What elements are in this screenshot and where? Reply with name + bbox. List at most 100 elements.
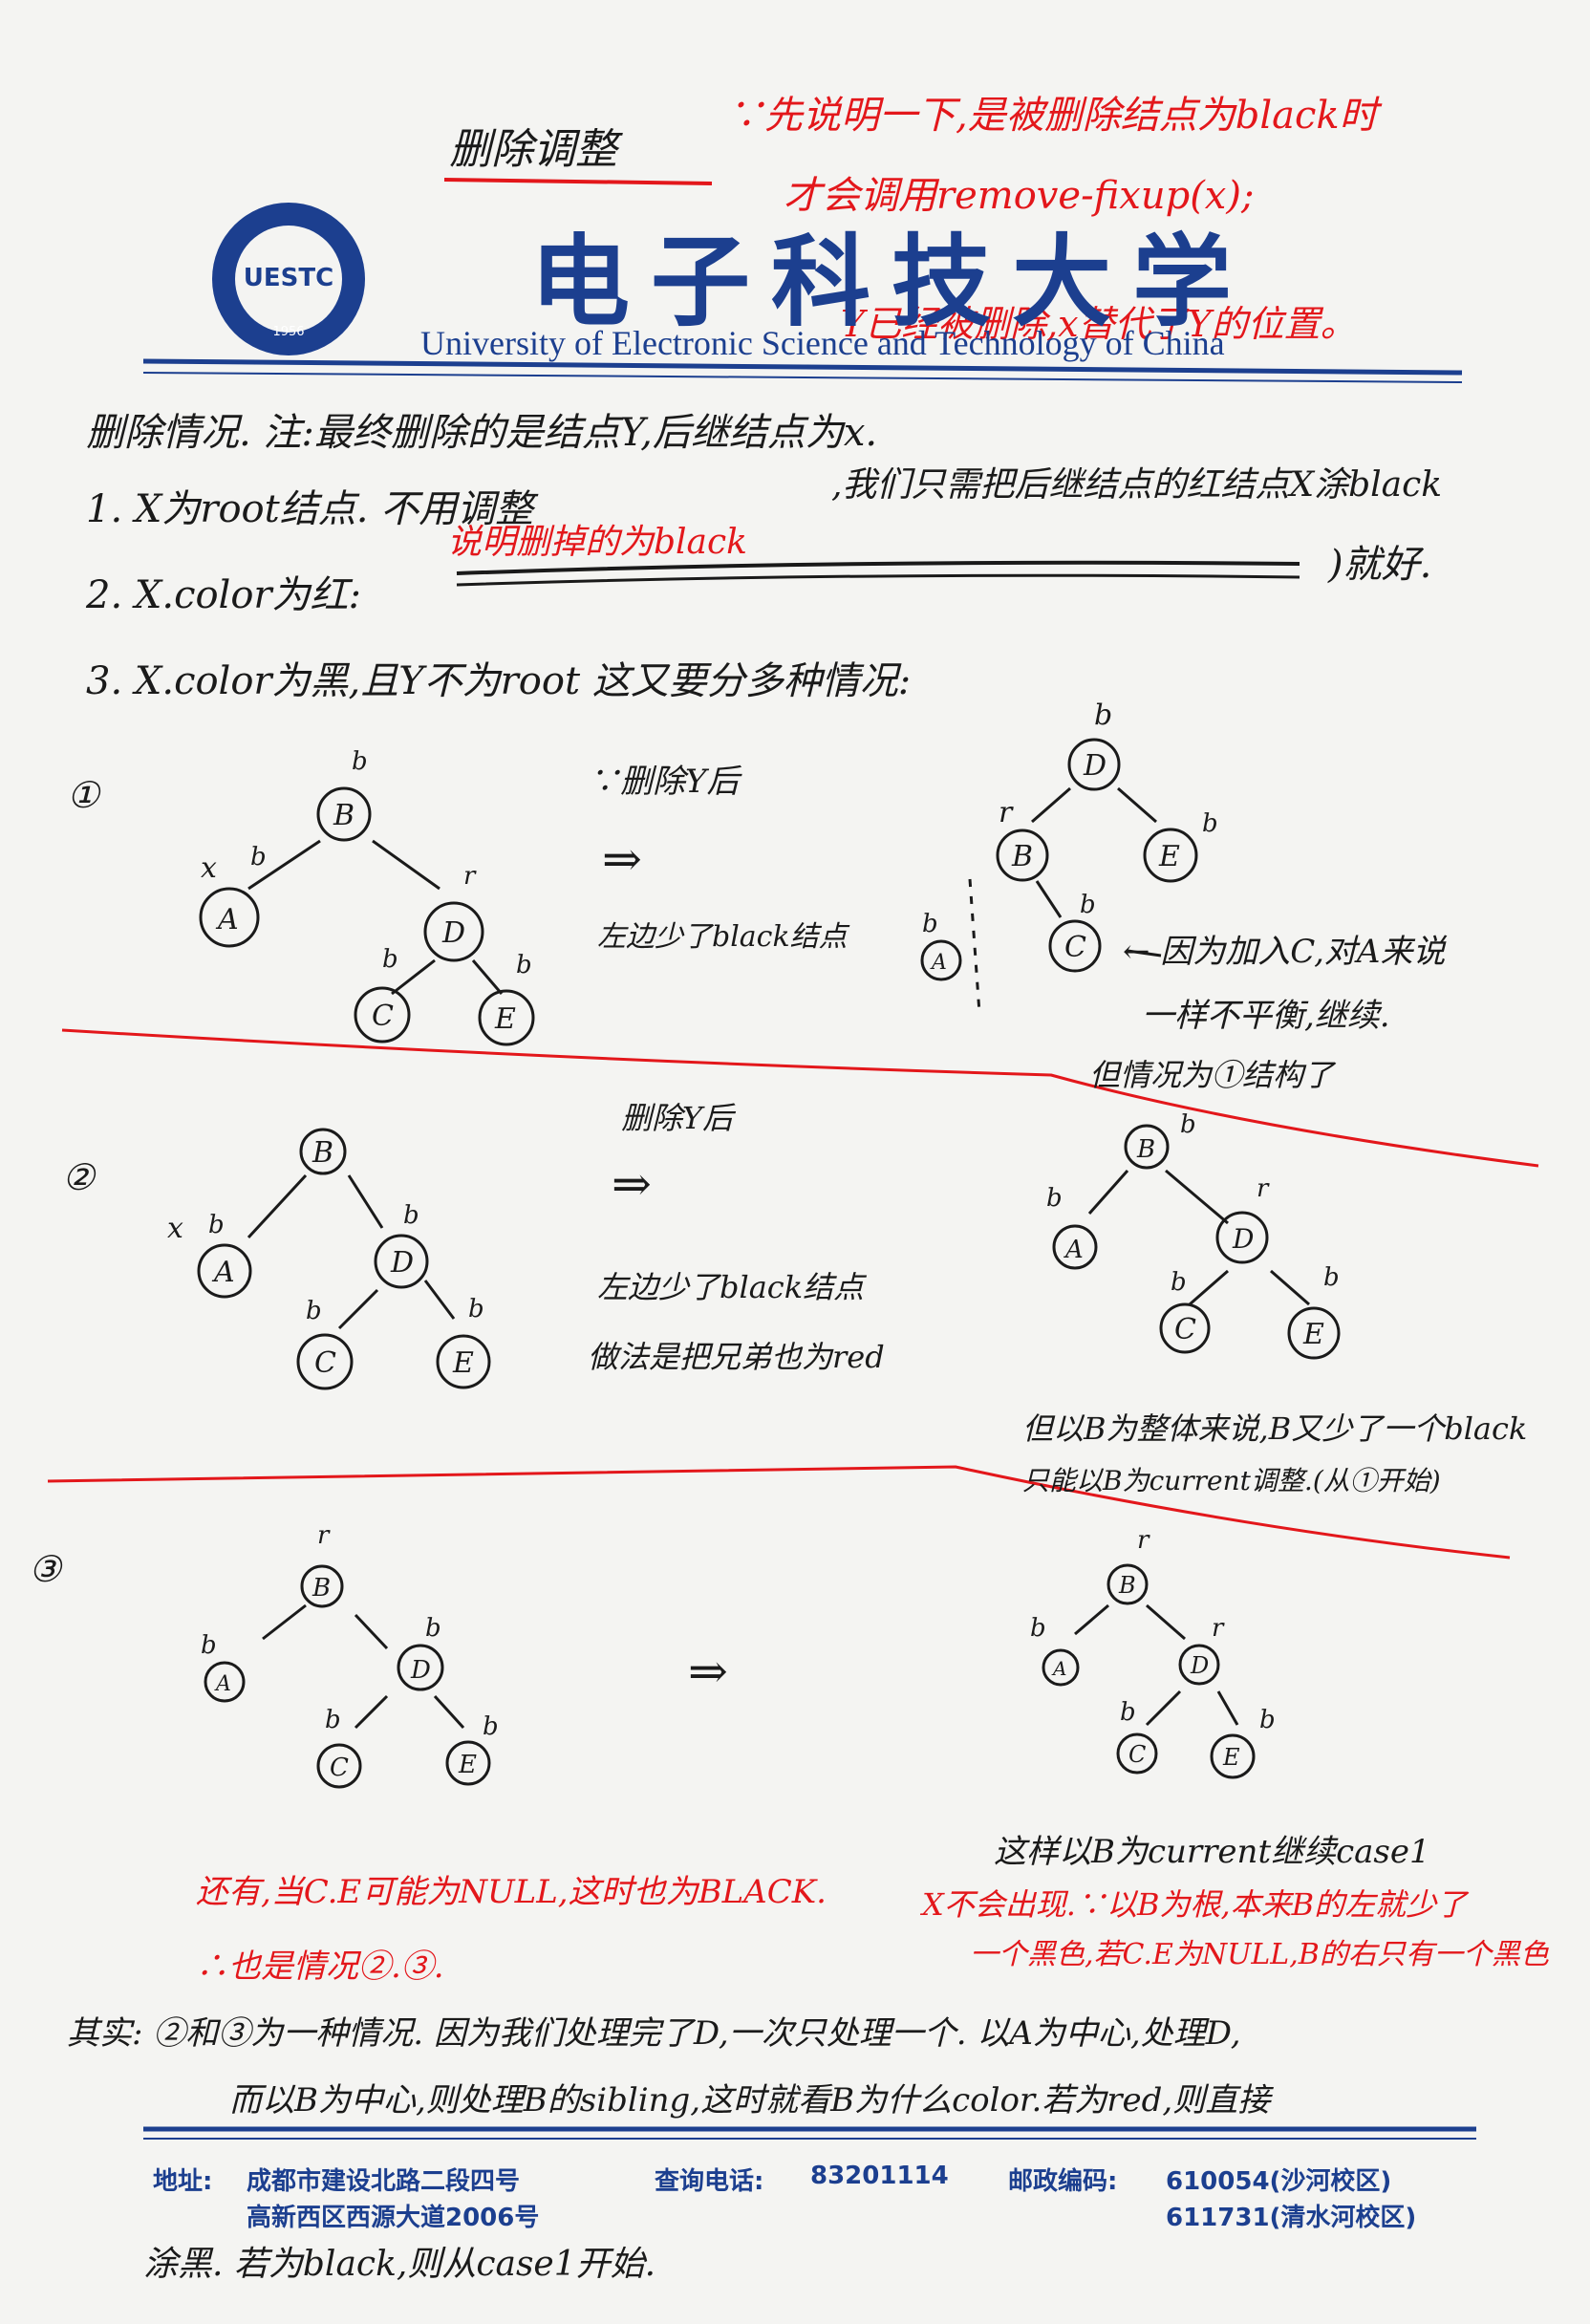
svg-text:D: D <box>390 1246 414 1280</box>
svg-text:B: B <box>312 1136 333 1170</box>
svg-text:C: C <box>1174 1313 1196 1346</box>
red-note-line3: Y已经被删除,x替代了Y的位置。 <box>841 303 1357 345</box>
svg-text:x: x <box>167 1212 183 1245</box>
c1b-node-C: C <box>372 1000 394 1033</box>
svg-text:b: b <box>1259 1706 1276 1734</box>
university-logo: UESTC 1956 <box>212 203 365 355</box>
summary-line3: 涂黑. 若为black,则从case1开始. <box>143 2245 656 2284</box>
svg-text:b: b <box>425 1614 441 1643</box>
svg-text:r: r <box>463 862 477 891</box>
svg-text:b: b <box>1202 809 1218 838</box>
footer-post2: 611731(清水河校区) <box>1166 2204 1417 2232</box>
c1b-node-D: D <box>441 916 465 950</box>
svg-text:A: A <box>1051 1657 1066 1680</box>
case3-number: ③ <box>29 1548 62 1590</box>
case2-number: ② <box>62 1156 96 1198</box>
svg-text:E: E <box>1302 1318 1324 1351</box>
svg-text:b: b <box>516 951 532 979</box>
svg-text:D: D <box>1190 1652 1209 1679</box>
case3-arrow: ⇒ <box>688 1644 728 1699</box>
footer-address2: 高新西区西源大道2006号 <box>247 2204 540 2232</box>
case2-text-b: ,我们只需把后继结点的红结点X涂black <box>831 465 1443 505</box>
svg-text:A: A <box>211 1256 235 1289</box>
svg-text:A: A <box>1064 1236 1084 1264</box>
svg-text:C: C <box>314 1346 336 1380</box>
svg-text:C: C <box>1064 931 1086 964</box>
bottom-red1: 还有,当C.E可能为NULL,这时也为BLACK. <box>196 1873 827 1911</box>
svg-text:E: E <box>1222 1744 1240 1771</box>
svg-text:r: r <box>1212 1614 1225 1643</box>
case2-note5: 只能以B为current调整.(从①开始) <box>1022 1465 1441 1496</box>
svg-text:D: D <box>1232 1223 1254 1255</box>
svg-text:b: b <box>250 843 267 872</box>
case1-side2: 一样不平衡,继续. <box>1142 997 1390 1035</box>
case1-arrow: ⇒ <box>602 831 642 887</box>
svg-text:b: b <box>403 1201 419 1230</box>
svg-text:C: C <box>1128 1741 1146 1768</box>
svg-text:b: b <box>1171 1268 1187 1297</box>
case1-text: 1. X为root结点. 不用调整 <box>86 487 534 531</box>
svg-text:b: b <box>201 1631 217 1660</box>
footer-address1: 成都市建设北路二段四号 <box>247 2167 521 2196</box>
svg-text:b: b <box>1094 699 1112 732</box>
svg-text:b: b <box>208 1211 225 1239</box>
bottom-red4: 一个黑色,若C.E为NULL,B的右只有一个黑色 <box>970 1938 1549 1971</box>
svg-text:r: r <box>999 796 1014 829</box>
logo-text: UESTC <box>243 264 334 292</box>
svg-text:E: E <box>1158 840 1180 873</box>
svg-text:E: E <box>458 1751 477 1779</box>
c1b-node-E: E <box>494 1002 516 1036</box>
note-title: 删除调整 <box>449 125 617 174</box>
footer-phone: 83201114 <box>810 2162 949 2190</box>
case1-side3: 但情况为①结构了 <box>1089 1057 1335 1093</box>
case2-note1: 删除Y后 <box>621 1100 734 1136</box>
svg-text:b: b <box>352 747 368 776</box>
svg-text:A: A <box>930 951 947 975</box>
svg-text:b: b <box>1046 1184 1063 1213</box>
red-note-line1: ∵先说明一下,是被删除结点为black时 <box>726 94 1378 138</box>
svg-text:C: C <box>330 1754 349 1782</box>
svg-text:x: x <box>201 851 217 885</box>
svg-text:b: b <box>1120 1698 1136 1727</box>
c1b-node-A: A <box>215 903 239 936</box>
case2-end: )就好. <box>1328 543 1432 587</box>
svg-text:b: b <box>325 1706 341 1734</box>
case1-note1: ∵删除Y后 <box>588 763 740 801</box>
svg-text:r: r <box>1137 1526 1150 1555</box>
svg-text:b: b <box>1323 1263 1340 1292</box>
case2-red-note: 说明删掉的为black <box>447 523 747 562</box>
university-chinese-name: 电子科技大学 <box>530 223 1254 340</box>
svg-text:b: b <box>1180 1110 1196 1139</box>
svg-text:b: b <box>483 1712 499 1741</box>
footer-post1: 610054(沙河校区) <box>1166 2167 1392 2196</box>
svg-text:b: b <box>1080 891 1096 919</box>
logo-year: 1956 <box>272 325 305 339</box>
svg-text:D: D <box>410 1656 431 1685</box>
svg-text:r: r <box>1257 1174 1270 1203</box>
svg-text:A: A <box>214 1672 231 1696</box>
case3-text: 3. X.color为黑,且Y不为root 这又要分多种情况: <box>86 659 912 703</box>
case2-arrow: ⇒ <box>612 1156 652 1212</box>
svg-text:B: B <box>312 1574 331 1603</box>
footer-address-label: 地址: <box>153 2167 213 2196</box>
svg-text:b: b <box>382 945 398 974</box>
svg-text:b: b <box>306 1297 322 1325</box>
case2-note3: 做法是把兄弟也为red <box>588 1339 885 1375</box>
case3-note1: 这样以B为current继续case1 <box>994 1833 1430 1871</box>
svg-text:b: b <box>468 1295 484 1323</box>
case2-note4: 但以B为整体来说,B又少了一个black <box>1022 1410 1528 1447</box>
case2-note2: 左边少了black结点 <box>597 1269 865 1305</box>
svg-text:E: E <box>452 1346 474 1380</box>
case1-note2: 左边少了black结点 <box>597 920 848 954</box>
summary-line2: 而以B为中心,则处理B的sibling,这时就看B为什么color.若为red,… <box>229 2081 1271 2120</box>
bottom-red2: ∴也是情况②.③. <box>196 1947 444 1986</box>
case1-side1: ← 因为加入C,对A来说 <box>1123 933 1446 971</box>
case2-text-a: 2. X.color为红: <box>86 573 362 617</box>
svg-text:B: B <box>1118 1572 1136 1599</box>
svg-text:D: D <box>1083 749 1107 783</box>
summary-line1: 其实: ②和③为一种情况. 因为我们处理完了D,一次只处理一个. 以A为中心,处… <box>67 2014 1241 2053</box>
